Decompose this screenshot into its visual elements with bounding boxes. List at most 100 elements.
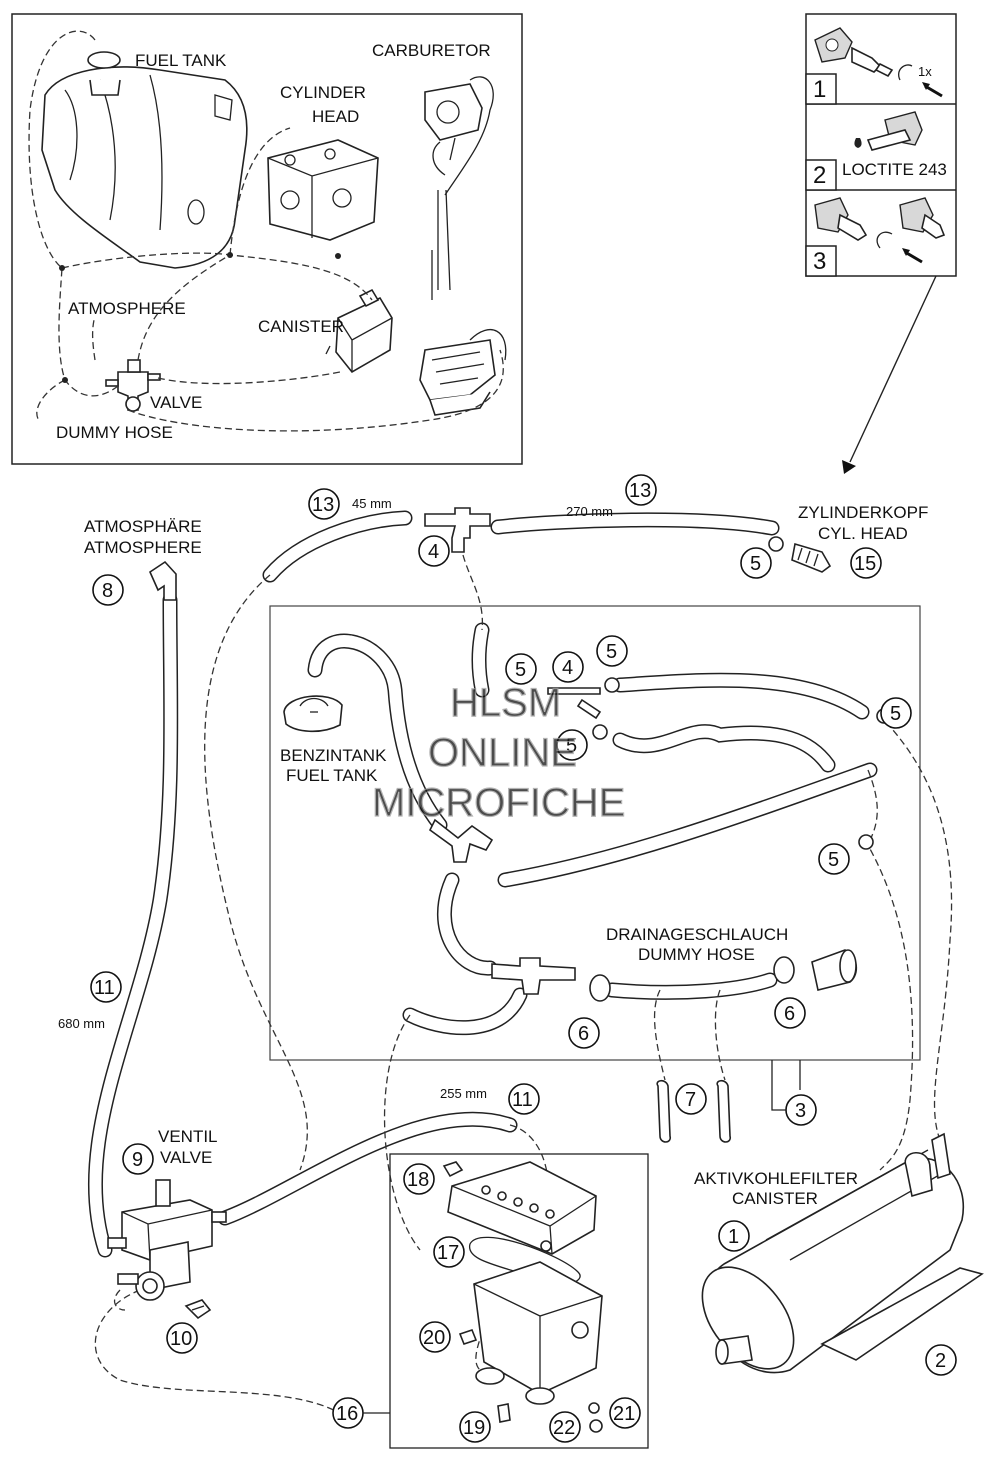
step-1-illustration: [814, 27, 943, 98]
cyl-head-label: CYL. HEAD: [818, 524, 908, 543]
svg-text:8: 8: [102, 580, 113, 602]
atmosphere-label: ATMOSPHERE: [84, 538, 202, 557]
callout-13a: 13: [308, 488, 340, 520]
inset-canister-drawing: [325, 288, 393, 374]
callout-5b: 5: [505, 653, 537, 685]
svg-text:4: 4: [428, 541, 439, 563]
ventil-label: VENTIL: [158, 1127, 218, 1146]
svg-text:10: 10: [170, 1328, 192, 1350]
callout-11b: 11: [508, 1083, 540, 1115]
svg-text:20: 20: [423, 1327, 445, 1349]
svg-text:4: 4: [562, 657, 573, 679]
inset-valve-label: VALVE: [150, 393, 202, 412]
step-3-illustration: [814, 197, 946, 264]
callout-19: 19: [459, 1411, 491, 1443]
svg-text:13: 13: [312, 494, 334, 516]
svg-text:3: 3: [795, 1100, 806, 1122]
watermark: HLSM ONLINE MICROFICHE: [371, 680, 626, 825]
svg-text:5: 5: [515, 659, 526, 681]
svg-text:22: 22: [553, 1417, 575, 1439]
svg-text:16: 16: [336, 1403, 358, 1425]
svg-text:13: 13: [629, 480, 651, 502]
canister-label: CANISTER: [732, 1189, 818, 1208]
step-2-illustration: [854, 111, 923, 151]
inset-carburetor-drawing: [424, 76, 494, 196]
fuel-tank-label: FUEL TANK: [286, 766, 378, 785]
svg-text:21: 21: [613, 1403, 635, 1425]
callouts: 13 13 4 5 15 8 5 4 5 5 5 5 11 6 6 7 3 11…: [90, 474, 957, 1443]
overview-inset: FUEL TANK CYLINDER HEAD CARBURETOR: [11, 13, 523, 465]
valve-label: VALVE: [160, 1148, 212, 1167]
step-1-note: 1x: [918, 64, 932, 79]
svg-text:5: 5: [750, 553, 761, 575]
inset-cylinder-head-label-line1: CYLINDER: [280, 83, 366, 102]
drainageschlauch-label: DRAINAGESCHLAUCH: [606, 925, 788, 944]
benzintank-label: BENZINTANK: [280, 746, 387, 765]
step-2-note: LOCTITE 243: [842, 160, 947, 179]
callout-18: 18: [403, 1163, 435, 1195]
inset-cylinder-head-drawing: [267, 139, 379, 241]
watermark-line2: ONLINE: [428, 731, 577, 775]
step-3-number: 3: [813, 248, 826, 275]
callout-5a: 5: [740, 547, 772, 579]
callout-17: 17: [433, 1236, 465, 1268]
svg-text:11: 11: [94, 977, 115, 999]
length-45mm-label: 45 mm: [352, 496, 392, 511]
length-255mm-label: 255 mm: [440, 1086, 487, 1101]
svg-text:5: 5: [566, 735, 577, 757]
fuel-tank-hose-group-frame: [269, 605, 921, 1061]
callout-16: 16: [332, 1397, 364, 1429]
callout-5f: 5: [818, 843, 850, 875]
inset-fuel-tank-label: FUEL TANK: [135, 51, 227, 70]
zylinderkopf-label: ZYLINDERKOPF: [798, 503, 928, 522]
part-labels: ZYLINDERKOPF CYL. HEAD ATMOSPHÄRE ATMOSP…: [58, 496, 928, 1208]
callout-20: 20: [419, 1321, 451, 1353]
svg-text:17: 17: [437, 1242, 459, 1264]
inset-dummy-hose-label: DUMMY HOSE: [56, 423, 173, 442]
aktivkohlefilter-label: AKTIVKOHLEFILTER: [694, 1169, 858, 1188]
watermark-line3: MICROFICHE: [372, 781, 625, 825]
callout-8: 8: [92, 574, 124, 606]
svg-text:15: 15: [854, 553, 876, 575]
svg-text:11: 11: [512, 1089, 533, 1111]
callout-4a: 4: [418, 535, 450, 567]
svg-text:5: 5: [828, 849, 839, 871]
routing-dashed-lines: [94, 554, 953, 1421]
purge-valve-drawing: [107, 1179, 227, 1301]
inset-cylinder-head-label-line2: HEAD: [312, 107, 359, 126]
svg-text:7: 7: [685, 1089, 696, 1111]
dummy-hose-label: DUMMY HOSE: [638, 945, 755, 964]
callout-3: 3: [785, 1094, 817, 1126]
length-270mm-label: 270 mm: [566, 504, 613, 519]
carbon-canister-drawing: [701, 1132, 984, 1374]
svg-text:19: 19: [463, 1417, 485, 1439]
instruction-steps-panel: 1 2 3 1x LOCTITE 243: [805, 13, 957, 474]
atmosphere-elbow-fitting: [148, 560, 177, 601]
screw-10-drawing: [184, 1299, 212, 1320]
callout-10: 10: [166, 1322, 198, 1354]
callout-13b: 13: [625, 474, 657, 506]
inset-valve-drawing: [105, 359, 161, 412]
callout-5e: 5: [880, 697, 912, 729]
svg-text:2: 2: [935, 1350, 946, 1372]
callout-6b: 6: [774, 997, 806, 1029]
callout-15: 15: [850, 547, 882, 579]
step-1-number: 1: [813, 76, 826, 103]
callout-11a: 11: [90, 971, 122, 1003]
svg-text:6: 6: [784, 1003, 795, 1025]
callout-5d: 5: [556, 729, 588, 761]
watermark-line1: HLSM: [450, 681, 561, 725]
callout-1: 1: [718, 1220, 750, 1252]
callout-4b: 4: [552, 651, 584, 683]
fittings: [424, 507, 858, 995]
hoses: [87, 510, 878, 1258]
inset-routing-lines: [28, 30, 504, 432]
callout-9: 9: [122, 1143, 154, 1175]
inset-throttle-assembly-drawing: [419, 189, 507, 416]
cable-straps: [656, 1079, 731, 1143]
svg-text:5: 5: [890, 703, 901, 725]
svg-text:9: 9: [132, 1149, 143, 1171]
svg-text:18: 18: [407, 1169, 429, 1191]
valve-unit-assembly: [389, 1153, 649, 1449]
